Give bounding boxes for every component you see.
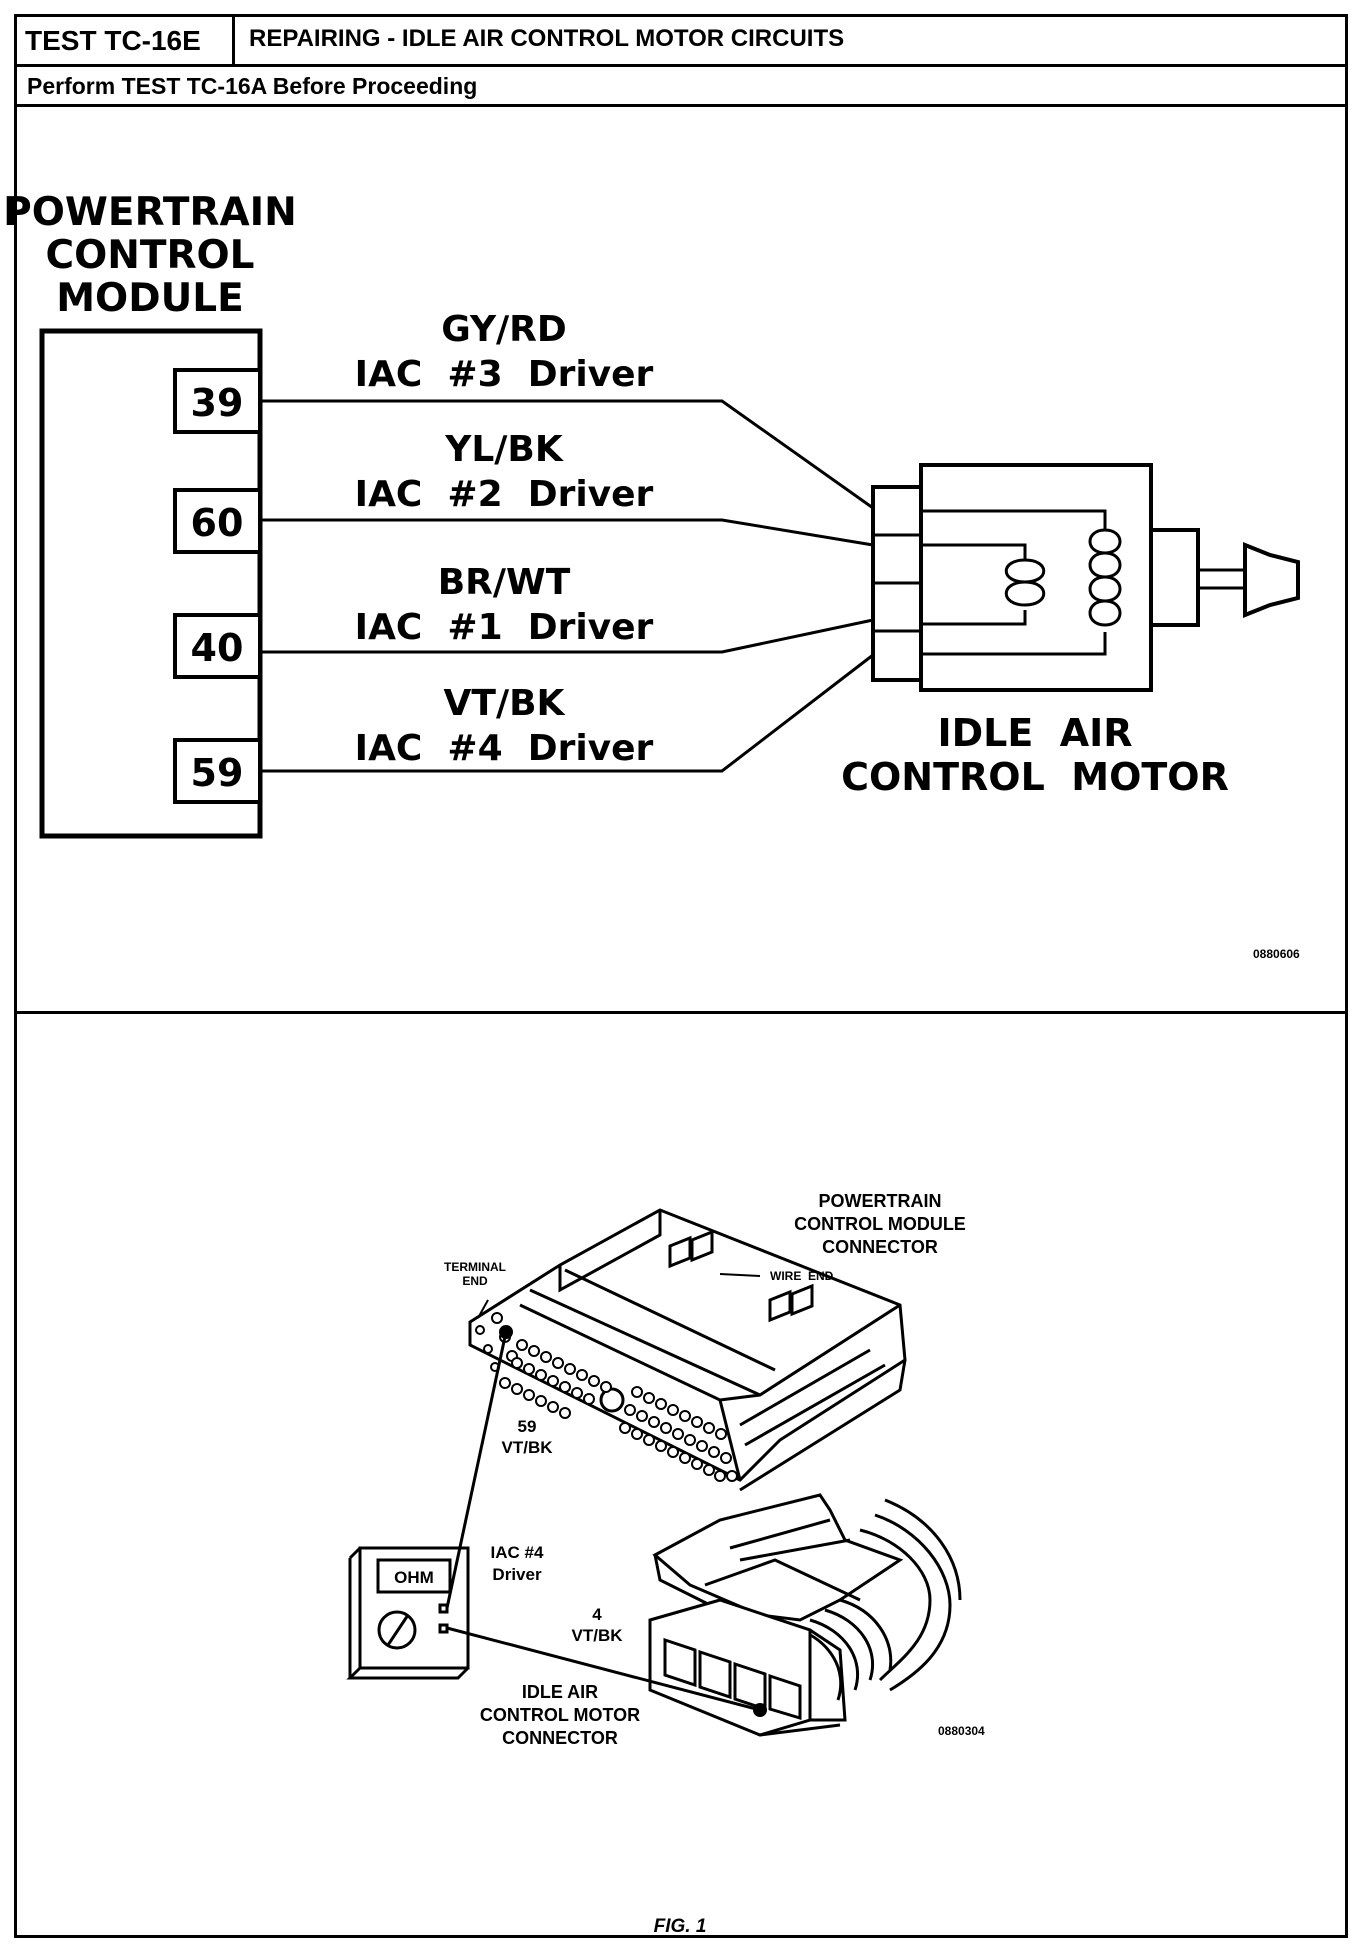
motor-shaft-housing (1149, 528, 1200, 627)
pcm-connector-label-line-3: CONNECTOR (822, 1237, 938, 1257)
pcm-pin-label-line-2: VT/BK (502, 1438, 554, 1457)
pin-box (173, 613, 262, 679)
pin-row-59: 59 VT/BK IAC #4 Driver (173, 653, 874, 804)
wire-39 (260, 399, 874, 510)
pcm-connector-drawing (468, 1208, 907, 1492)
pcm-pin-label-line-1: 59 (518, 1417, 537, 1436)
iac-connector-drawing (648, 1493, 962, 1737)
wire-color: GY/RD (441, 309, 567, 350)
iac-connector-label: IDLE AIR CONTROL MOTOR CONNECTOR (480, 1682, 640, 1748)
module-label: POWERTRAIN CONTROL MODULE (3, 190, 297, 321)
pin-row-40: 40 BR/WT IAC #1 Driver (173, 562, 874, 679)
wire-end-pointer (719, 1273, 761, 1277)
panel-divider (17, 1011, 1345, 1014)
wire-59 (260, 653, 874, 773)
wire-function: IAC #3 Driver (355, 354, 654, 395)
module-label-line-1: POWERTRAIN (3, 190, 297, 235)
lead-to-pcm (445, 1331, 508, 1609)
schematic-figure-code: 0880606 (1253, 947, 1300, 961)
pcm-connector-label-line-1: POWERTRAIN (819, 1191, 942, 1211)
driver-label-line-1: IAC #4 (491, 1543, 544, 1562)
motor-body (919, 463, 1153, 692)
pin-row-39: 39 GY/RD IAC #3 Driver (173, 309, 874, 510)
wire-end-label: WIRE END (770, 1269, 834, 1283)
motor-label: IDLE AIR CONTROL MOTOR (841, 711, 1229, 799)
pin-number: 40 (191, 626, 244, 670)
iac-connector-label-line-2: CONTROL MOTOR (480, 1705, 640, 1725)
pcm-terminal-holes (475, 1312, 738, 1482)
wire-function: IAC #1 Driver (355, 607, 654, 648)
meter-display: OHM (394, 1568, 434, 1587)
pcm-connector-label-line-2: CONTROL MODULE (794, 1214, 966, 1234)
iac-motor-symbol (871, 463, 1300, 692)
iac-connector-label-line-1: IDLE AIR (522, 1682, 598, 1702)
ohmmeter (346, 1546, 470, 1680)
pin-box (173, 738, 262, 804)
pcm-box (39, 328, 263, 839)
terminal-end-label-line-2: END (462, 1274, 488, 1288)
wire-function: IAC #2 Driver (355, 474, 654, 515)
terminal-end-label-line-1: TERMINAL (444, 1260, 506, 1274)
coil-b (1088, 528, 1122, 627)
lead-to-iac (446, 1626, 761, 1712)
iac-pin-label-line-1: 4 (592, 1605, 602, 1624)
wire-60 (260, 518, 874, 547)
figure-caption: FIG. 1 (654, 1916, 707, 1937)
title-bar: TEST TC-16E REPAIRING - IDLE AIR CONTROL… (17, 17, 1345, 67)
wire-color: BR/WT (438, 562, 571, 603)
wire-color: YL/BK (444, 429, 564, 470)
pin-row-60: 60 YL/BK IAC #2 Driver (173, 429, 874, 554)
wire-function: IAC #4 Driver (355, 728, 654, 769)
motor-label-line-1: IDLE AIR (937, 711, 1132, 755)
module-label-line-2: CONTROL (45, 233, 254, 278)
terminal-end-pointer (477, 1299, 489, 1319)
connector-figure-code: 0880304 (938, 1724, 985, 1738)
instruction-bar: Perform TEST TC-16A Before Proceeding (17, 67, 1345, 107)
motor-label-line-2: CONTROL MOTOR (841, 755, 1229, 799)
wire-color: VT/BK (444, 683, 566, 724)
pcm-connector-label: POWERTRAIN CONTROL MODULE CONNECTOR (794, 1191, 966, 1257)
pin-number: 60 (191, 501, 244, 545)
pintle-valve (1243, 542, 1300, 618)
pin-number: 39 (191, 381, 244, 425)
wire-40 (260, 618, 874, 654)
module-label-line-3: MODULE (56, 276, 244, 321)
driver-label-line-2: Driver (492, 1565, 542, 1584)
pin-box (173, 488, 262, 554)
test-id: TEST TC-16E (17, 17, 235, 64)
iac-connector-label-line-3: CONNECTOR (502, 1728, 618, 1748)
coil-a (1004, 558, 1046, 607)
test-page: TEST TC-16E REPAIRING - IDLE AIR CONTROL… (14, 14, 1348, 1938)
test-title: REPAIRING - IDLE AIR CONTROL MOTOR CIRCU… (249, 25, 845, 52)
iac-pin-label-line-2: VT/BK (572, 1626, 624, 1645)
pin-number: 59 (191, 751, 244, 795)
